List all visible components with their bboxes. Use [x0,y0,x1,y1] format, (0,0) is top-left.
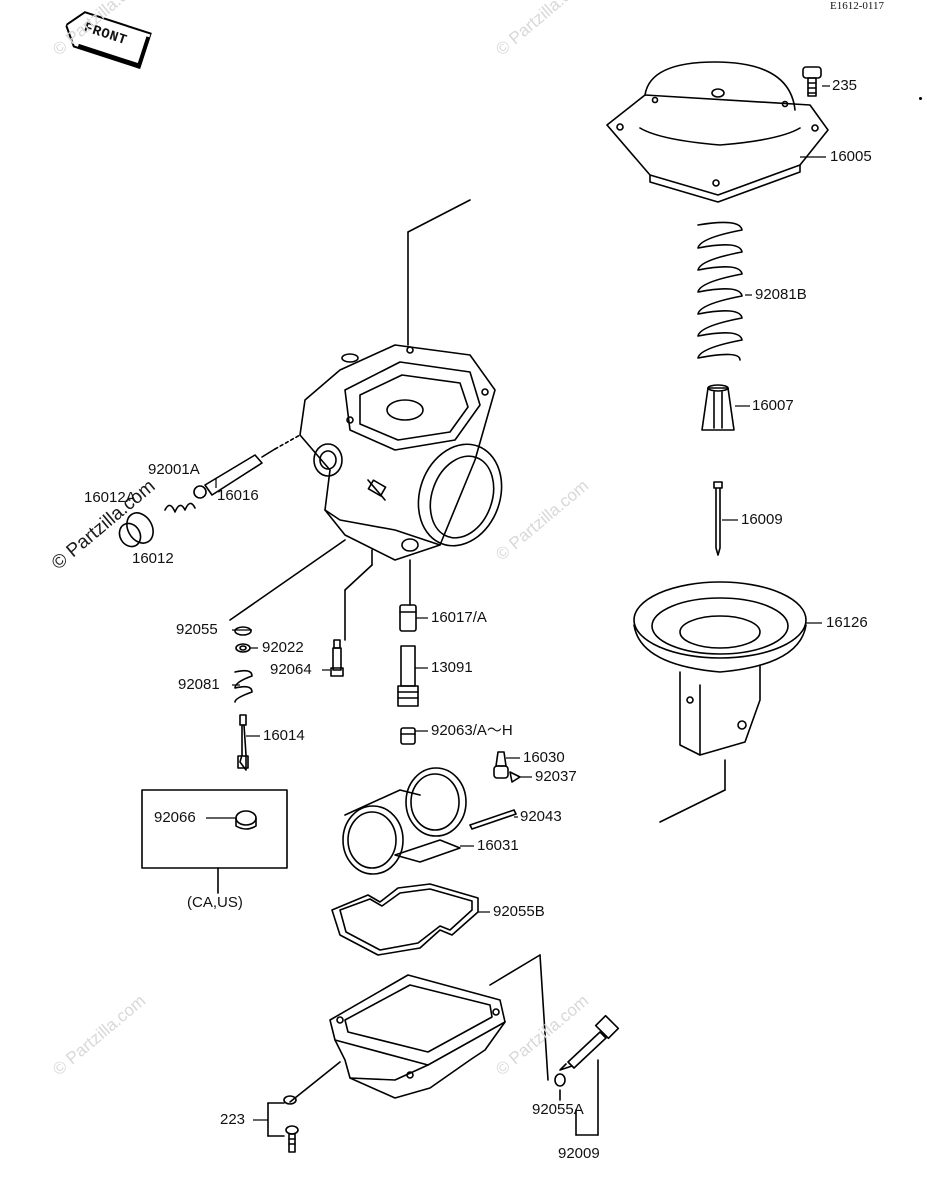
main-jet-92063-icon [400,727,416,745]
float-valve-16030-icon [493,751,509,779]
front-arrow-icon [64,11,153,70]
leader-bowl-a [489,954,541,986]
needle-jet-holder-13091-icon [397,645,419,707]
needle-holder-16007-icon [701,384,735,431]
mixture-screw-16014-icon [237,714,249,771]
pilot-jet-92064-icon [330,639,344,677]
float-pin-92043-icon [469,809,517,830]
leader-body-top-b [407,199,471,233]
callout-92064: 92064 [270,661,312,678]
spring-92081B-icon [697,221,743,361]
front-direction-badge: FRONT [60,6,153,70]
callout-92081: 92081 [178,676,220,693]
pilot-screw-16016-icon [118,448,276,548]
callout-16031: 16031 [477,837,519,854]
callout-92037: 92037 [535,768,577,785]
gasket-92055B-icon [331,883,479,956]
callout-92055: 92055 [176,621,218,638]
diagram-code: E1612-0117 [830,0,884,12]
float-16031-icon [342,767,467,875]
callout-223: 223 [220,1111,246,1128]
leader-pilot [274,434,301,450]
callout-92081B: 92081B [755,286,807,303]
callout-16014: 16014 [263,727,305,744]
callout-92066: 92066 [154,809,196,826]
callout-16016: 16016 [217,487,259,504]
region-note: (CA,US) [187,894,243,911]
washer-92022-icon [235,643,251,653]
carburetor-body-icon [299,344,503,561]
callout-92009: 92009 [558,1145,600,1162]
oring-92055-icon [234,626,252,636]
callout-92063: 92063/A～H [431,722,513,739]
oring-92055A-icon [554,1073,566,1087]
callout-16012A: 16012A [84,489,136,506]
callout-235: 235 [832,77,858,94]
callout-16007: 16007 [752,397,794,414]
screw-223-icon [283,1095,299,1153]
screw-235-icon [802,66,822,97]
spring-92081-icon [234,669,253,703]
stray-dot [919,97,922,100]
leader-92055 [229,539,346,621]
callout-13091: 13091 [431,659,473,676]
leader-bowl-b [539,954,549,1081]
callout-92055A: 92055A [532,1101,584,1118]
needle-jet-16017-icon [399,604,417,632]
callout-16012: 16012 [132,550,174,567]
leader-16126-b [659,789,726,823]
vacuum-piston-16126-icon [633,581,807,756]
callout-92022: 92022 [262,639,304,656]
callout-16126: 16126 [826,614,868,631]
callout-16017A: 16017/A [431,609,487,626]
callout-92043: 92043 [520,808,562,825]
callout-16009: 16009 [741,511,783,528]
float-bowl-icon [329,974,506,1099]
clip-92037-icon [509,771,521,783]
top-cover-16005-icon [606,61,829,203]
jet-needle-16009-icon [713,481,723,556]
region-box [141,789,288,869]
plug-92066-icon [235,810,257,830]
callout-16030: 16030 [523,749,565,766]
callout-16005: 16005 [830,148,872,165]
callout-92001A: 92001A [148,461,200,478]
leader-223 [289,1061,341,1103]
drain-screw-92009-icon [559,1014,620,1071]
callout-92055B: 92055B [493,903,545,920]
